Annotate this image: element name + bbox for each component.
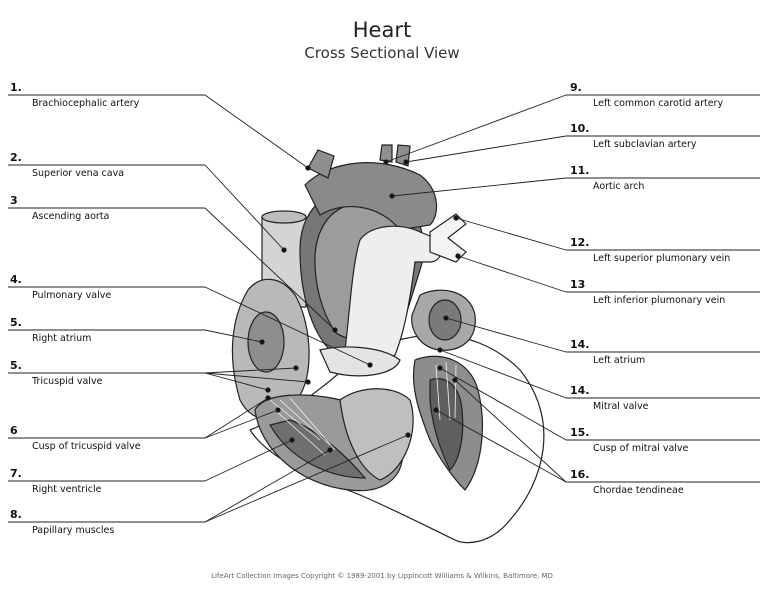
label-text: Ascending aorta xyxy=(32,211,109,222)
label-number: 9. xyxy=(570,81,582,94)
leader-line xyxy=(204,329,263,343)
label-text: Right ventricle xyxy=(32,484,102,495)
leader-line xyxy=(204,207,336,331)
leader-line xyxy=(405,135,567,163)
leader-line xyxy=(204,397,269,439)
leader-endpoint xyxy=(405,432,411,438)
label-number: 16. xyxy=(570,468,590,481)
leader-line xyxy=(204,409,279,439)
heart-illustration xyxy=(231,144,545,544)
label-number: 14. xyxy=(570,338,590,351)
leader-endpoint xyxy=(281,247,287,253)
leader-endpoint xyxy=(433,407,439,413)
diagram-subtitle: Cross Sectional View xyxy=(304,44,460,62)
label-number: 1. xyxy=(10,81,22,94)
leader-line xyxy=(445,317,567,353)
label-number: 8. xyxy=(10,508,22,521)
leader-line xyxy=(204,449,331,523)
leader-endpoint xyxy=(293,365,299,371)
label-text: Superior vena cava xyxy=(32,168,124,179)
leader-line xyxy=(204,367,297,374)
label-text: Left superior plumonary vein xyxy=(593,253,730,264)
label-number: 11. xyxy=(570,164,590,177)
leader-endpoint xyxy=(305,379,311,385)
leader-line xyxy=(385,94,567,163)
leader-endpoint xyxy=(403,159,409,165)
label-number: 14. xyxy=(570,384,590,397)
label-text: Pulmonary valve xyxy=(32,290,111,301)
leader-endpoint xyxy=(443,315,449,321)
aortic-arch xyxy=(304,162,438,231)
leader-line xyxy=(204,372,269,391)
leader-line xyxy=(204,94,309,169)
leader-line xyxy=(454,379,567,483)
brachiocephalic-artery xyxy=(307,149,335,179)
label-number: 13 xyxy=(570,278,585,291)
label-text: Papillary muscles xyxy=(32,525,114,536)
leader-endpoint xyxy=(327,447,333,453)
leader-endpoint xyxy=(259,339,265,345)
leader-endpoint xyxy=(389,193,395,199)
leader-line xyxy=(455,217,567,251)
leader-endpoint xyxy=(452,377,458,383)
leader-endpoint xyxy=(437,347,443,353)
label-text: Left inferior plumonary vein xyxy=(593,295,725,306)
leader-line xyxy=(457,255,567,293)
ascending-aorta xyxy=(344,225,443,362)
leader-line xyxy=(204,372,309,383)
label-number: 12. xyxy=(570,236,590,249)
leader-line xyxy=(439,367,567,441)
label-text: Aortic arch xyxy=(593,181,644,192)
label-number: 3 xyxy=(10,194,18,207)
label-number: 4. xyxy=(10,273,22,286)
pulmonary-veins xyxy=(429,213,467,263)
label-number: 10. xyxy=(570,122,590,135)
leader-endpoint xyxy=(383,159,389,165)
leader-endpoint xyxy=(455,253,461,259)
label-group: 1. Brachiocephalic artery 2. Superior vena … xyxy=(10,81,730,536)
pulmonary-valve-area xyxy=(319,346,401,377)
leader-endpoint xyxy=(367,362,373,368)
leader-endpoint xyxy=(265,395,271,401)
diagram-title: Heart xyxy=(352,18,412,42)
leader-endpoint xyxy=(305,165,311,171)
label-text: Right atrium xyxy=(32,333,91,344)
leader-lines xyxy=(8,94,760,523)
leader-endpoint xyxy=(437,365,443,371)
label-number: 5. xyxy=(10,359,22,372)
label-text: Mitral valve xyxy=(593,401,649,412)
label-number: 2. xyxy=(10,151,22,164)
leader-endpoint xyxy=(275,407,281,413)
label-text: Chordae tendineae xyxy=(593,485,684,496)
label-number: 15. xyxy=(570,426,590,439)
label-text: Cusp of tricuspid valve xyxy=(32,441,141,452)
leader-endpoint xyxy=(453,215,459,221)
leader-line xyxy=(391,177,567,197)
leader-line xyxy=(204,434,409,523)
leader-endpoint xyxy=(332,327,338,333)
label-number: 6 xyxy=(10,424,18,437)
label-text: Tricuspid valve xyxy=(31,376,103,387)
leader-endpoint xyxy=(289,437,295,443)
label-text: Left atrium xyxy=(593,355,645,366)
leader-line xyxy=(439,349,567,399)
leader-line xyxy=(204,286,371,366)
label-text: Cusp of mitral valve xyxy=(593,443,689,454)
label-number: 5. xyxy=(10,316,22,329)
leader-line xyxy=(435,409,567,483)
septum xyxy=(339,388,414,481)
label-text: Left common carotid artery xyxy=(593,98,723,109)
leader-line xyxy=(204,439,293,482)
label-text: Brachiocephalic artery xyxy=(32,98,140,109)
leader-line xyxy=(204,164,285,251)
copyright-footer: LifeArt Collection Images Copyright © 19… xyxy=(211,572,553,580)
leader-endpoint xyxy=(265,387,271,393)
label-number: 7. xyxy=(10,467,22,480)
chordae-lines xyxy=(269,361,457,456)
label-text: Left subclavian artery xyxy=(593,139,697,150)
